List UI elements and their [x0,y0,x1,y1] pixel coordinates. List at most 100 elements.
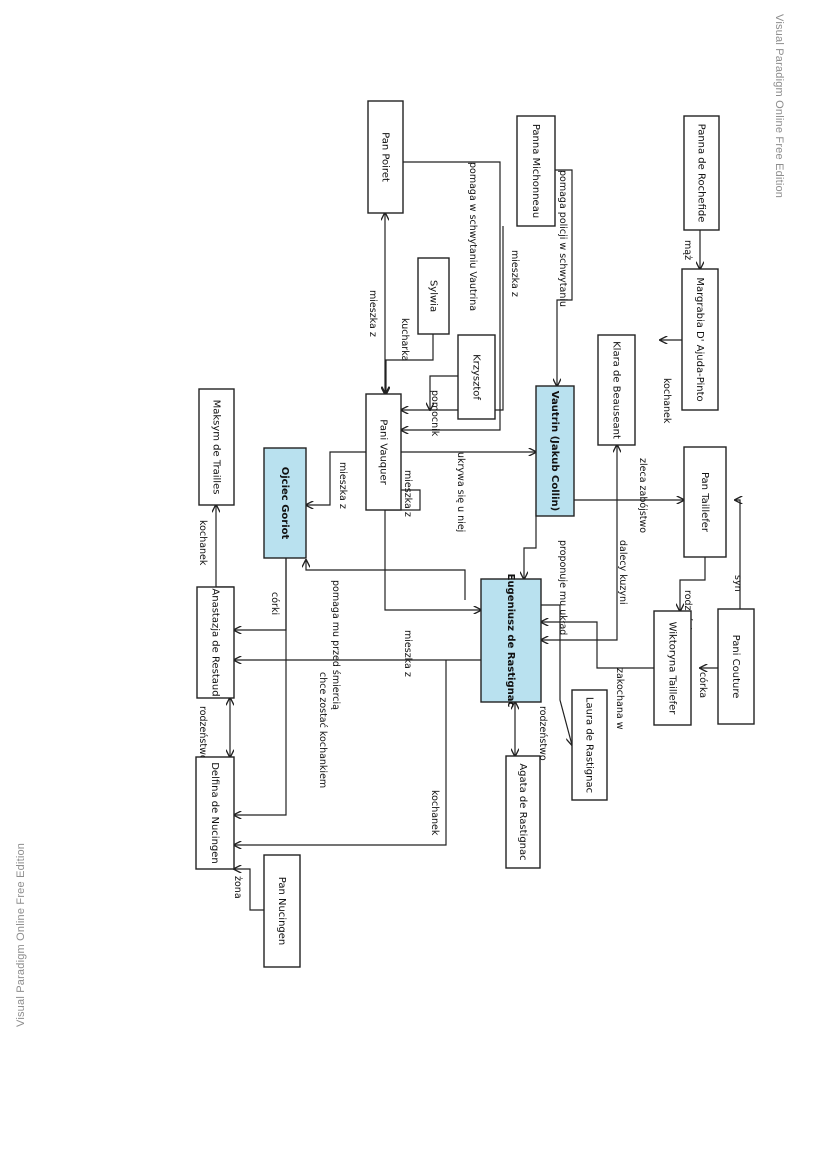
node-label-nucingen: Pan Nucingen [276,877,287,946]
edge-label-e23: kochanek [197,520,208,566]
edge-e3 [555,169,573,386]
node-box-vaquer [365,393,402,511]
node-taillefer: Pan Taillefer [683,446,727,558]
node-label-maksym: Maksym de Trailles [211,400,222,495]
node-box-anastazja [196,586,235,699]
node-maksym: Maksym de Trailles [198,388,235,506]
node-label-goriot: Ojciec Goriot [279,467,290,540]
edge-e23 [216,505,234,588]
edge-label-e13: proponuje mu układ [557,540,568,635]
node-box-nucingen [263,854,301,968]
edge-e7 [386,334,434,394]
edge-label-e19: mieszka z [402,630,413,677]
node-label-agata: Agata de Rastignac [517,763,528,860]
node-label-klara: Klara de Beauseant [611,341,622,439]
edge-e8 [430,375,458,410]
edge-label-e12: mieszka z [402,470,413,517]
node-goriot: Ojciec Goriot [263,447,307,559]
node-box-goriot [263,447,307,559]
node-label-eugeniusz: Eugeniusz de Rastignac [505,574,516,708]
edge-label-e6: mieszka z [509,250,520,297]
node-box-agata [505,755,541,869]
node-agata: Agata de Rastignac [505,755,541,869]
node-anastazja: Anastazja de Restaud [196,586,235,699]
node-michonneau: Panna Michonneau [516,115,556,227]
edge-label-e14: dalecy kuzyni [617,540,628,605]
edge-e13 [524,510,537,579]
edge-e4 [401,161,501,430]
edge-label-e20: pomaga mu przed śmiercią [330,580,341,710]
node-couture: Pani Couture [717,608,755,725]
edge-e11 [306,451,366,505]
edge-label-e8: pomocnik [429,390,440,437]
node-label-vaquer: Pani Vauquer [378,419,389,485]
edge-label-e3: pomaga policji w schwytaniu [557,170,568,307]
edge-e12 [385,489,421,511]
node-box-taillefer [683,446,727,558]
node-box-rochefide [683,115,720,231]
node-vaquer: Pani Vauquer [365,393,402,511]
edge-label-e1: mąż [682,240,693,260]
node-ajuda: Margrabia D' Ajuda-Pinto [681,268,719,411]
node-box-sylwia [417,257,450,335]
edge-e26 [234,660,447,845]
node-box-poiret [367,100,404,214]
node-box-wiktoryna [653,610,692,726]
node-box-maksym [198,388,235,506]
edge-e27 [234,869,264,911]
node-box-krzysztof [457,334,496,420]
edge-label-e18: zakochana w [614,668,625,730]
edge-label-e11: mieszka z [337,462,348,509]
node-klara: Klara de Beauseant [597,334,636,446]
node-box-couture [717,608,755,725]
node-label-anastazja: Anastazja de Restaud [210,588,221,696]
node-label-taillefer: Pan Taillefer [699,472,710,533]
edge-e15 [735,500,740,609]
edge-label-e21: chce zostać kochankiem [317,672,328,788]
edge-label-e17: córka [697,672,708,698]
edge-label-e2: kochanek [661,378,672,424]
edges-layer: mąż kochanek pomaga policji w schwytaniu po… [197,161,743,911]
node-wiktoryna: Wiktoryna Taillefer [653,610,692,726]
node-delfina: Delfina de Nucingen [195,756,235,870]
edge-e19 [384,510,481,610]
node-label-ajuda: Margrabia D' Ajuda-Pinto [694,277,705,401]
node-sylwia: Sylwia [417,257,450,335]
node-label-rochefide: Panna de Rochefide [696,124,707,223]
edge-label-e9: ukrywa się u niej [455,452,466,532]
edge-e6 [401,226,504,410]
edge-label-e24: rodzeństwo [197,706,208,761]
edge-e16 [680,557,706,611]
node-box-delfina [195,756,235,870]
edge-e18 [541,622,654,669]
node-eugeniusz: Eugeniusz de Rastignac [480,574,542,708]
node-laura: Laura de Rastignac [571,689,608,801]
edge-label-e5: mieszka z [367,290,378,337]
node-box-ajuda [681,268,719,411]
edge-label-e27: żona [232,876,243,899]
node-label-krzysztof: Krzysztof [471,354,482,400]
edge-label-e4: pomaga w schwytaniu Vautrina [467,162,478,311]
node-label-sylwia: Sylwia [428,280,439,312]
node-label-poiret: Pan Poiret [380,132,391,182]
edge-e28 [541,604,572,745]
edge-e20 [306,560,466,600]
edge-label-e15: syn [732,575,743,592]
edge-label-e22: córki [269,592,280,615]
nodes-layer: Pan Poiret Panna Michonneau Panna de Roche… [195,100,755,968]
node-box-michonneau [516,115,556,227]
node-vautrin: Vautrin (Jakub Collin) [535,385,575,517]
edge-label-e10: zleca zabójstwo [637,458,648,533]
node-poiret: Pan Poiret [367,100,404,214]
node-box-vautrin [535,385,575,517]
edge-e29 [234,558,287,815]
node-label-laura: Laura de Rastignac [584,697,595,793]
node-label-vautrin: Vautrin (Jakub Collin) [549,391,560,511]
node-label-wiktoryna: Wiktoryna Taillefer [667,622,678,716]
node-box-eugeniusz [480,578,542,703]
node-box-laura [571,689,608,801]
edge-e14 [541,445,617,640]
edge-label-e26: kochanek [429,790,440,836]
